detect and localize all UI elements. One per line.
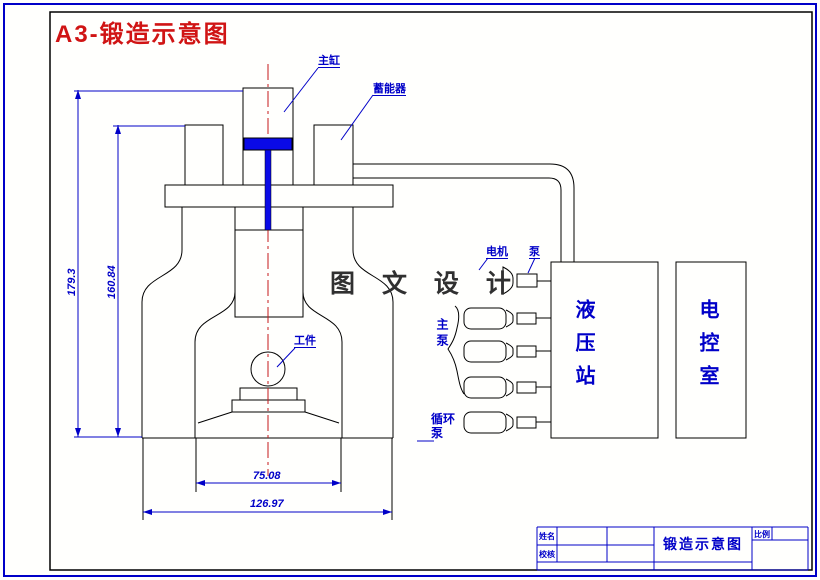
label-motor: 电机 [486, 246, 508, 259]
drawing-frame [49, 11, 813, 571]
leader-main-cylinder [283, 67, 319, 113]
titleblock-name-label: 姓名 [539, 532, 555, 541]
label-workpiece: 工件 [294, 335, 316, 348]
pump-unit-2 [463, 307, 551, 330]
label-main-cylinder: 主缸 [318, 55, 340, 68]
dimension-lines [74, 67, 536, 513]
dim-overall-height: 179.3 [66, 268, 78, 296]
piston-rod [264, 149, 272, 231]
titleblock-scale-label: 比例 [754, 530, 770, 539]
watermark: 图 文 设 计 [330, 270, 521, 298]
label-main-pumps: 主泵 [435, 318, 449, 350]
frame-outer-right [352, 207, 394, 438]
main-pumps-brace [447, 305, 465, 395]
press-structure [141, 87, 747, 520]
workpiece-circle [250, 351, 286, 387]
dimension-arrows [75, 90, 392, 515]
page-title: A3-锻造示意图 [55, 21, 230, 48]
control-room-box [675, 261, 747, 439]
label-circulation-pump: 循环泵 [431, 412, 456, 440]
dim-inner-width: 75.08 [253, 470, 281, 482]
leader-motor [478, 257, 489, 271]
pump-unit-1 [502, 266, 551, 295]
pipe-outer [353, 163, 575, 262]
accumulator-body [313, 124, 354, 186]
leader-workpiece [276, 347, 296, 368]
pump-unit-5 [463, 411, 551, 434]
label-pump: 泵 [529, 246, 540, 259]
dim-overall-width: 126.97 [250, 498, 284, 510]
titleblock-check-label: 校核 [539, 550, 555, 559]
page-border [3, 3, 817, 577]
titleblock-drawing-title: 锻造示意图 [663, 536, 743, 552]
piston [243, 137, 293, 151]
pump-unit-3 [463, 340, 551, 363]
pipe-inner [353, 177, 562, 262]
left-column [184, 124, 224, 186]
frame-outer-left [141, 207, 183, 438]
extension-lines [142, 438, 393, 520]
leader-pump [527, 257, 536, 274]
cavity-left [194, 291, 236, 438]
hydraulic-station-text: 液压站 [572, 299, 594, 398]
pump-unit-4 [463, 376, 551, 399]
leader-accumulator [340, 94, 374, 141]
dim-160-line [113, 125, 185, 437]
control-room-text: 电控室 [696, 299, 718, 398]
label-accumulator: 蓄能器 [373, 83, 406, 96]
cavity-right [302, 291, 343, 438]
crossbeam [164, 184, 394, 208]
hydraulic-station-box [550, 261, 659, 439]
dim-inner-height: 160.84 [106, 265, 118, 299]
title-block-grid [536, 526, 809, 571]
dim-179-line [74, 90, 243, 438]
